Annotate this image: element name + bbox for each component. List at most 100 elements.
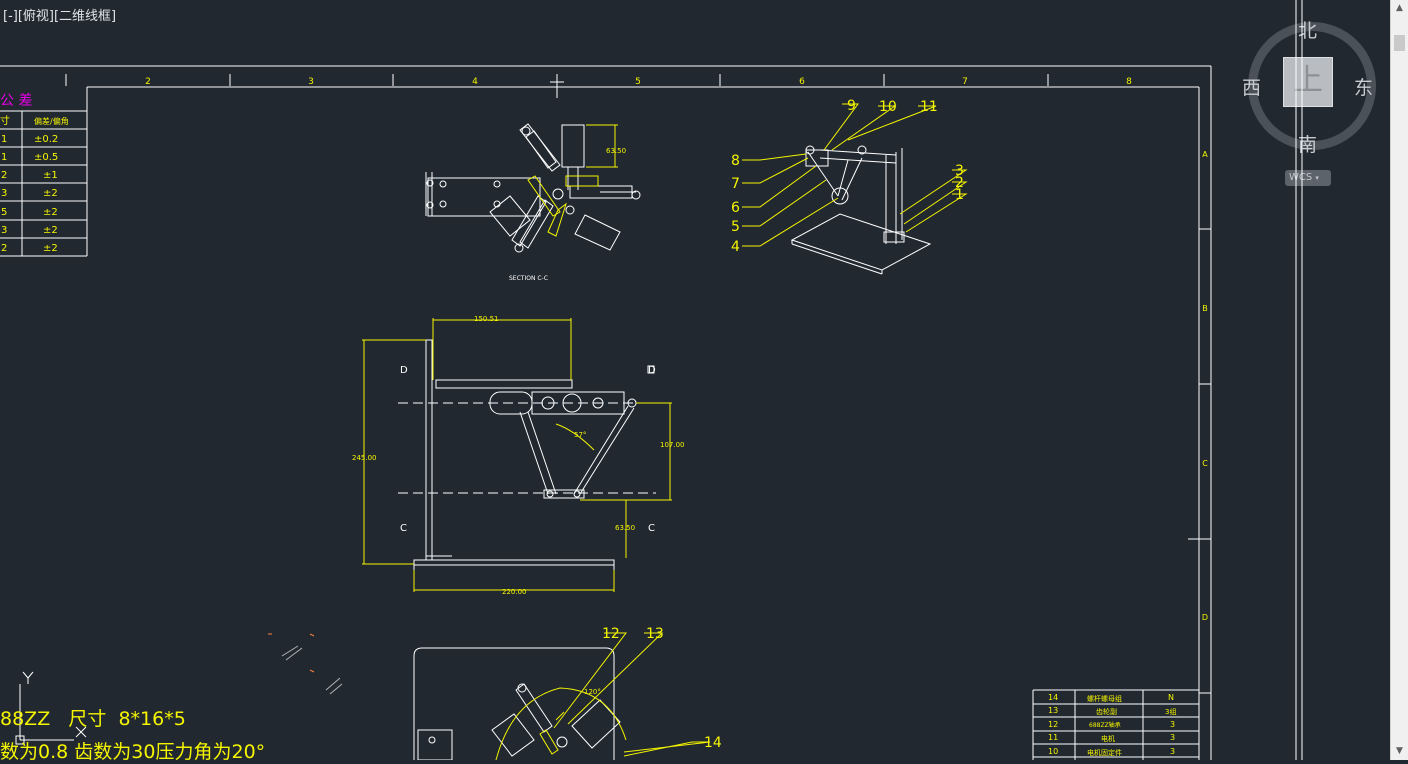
column-label: 5	[635, 77, 641, 87]
tolerance-cell: 1	[1, 134, 7, 145]
note-text: 齿数为	[74, 741, 132, 763]
dimension-text: 245.00	[352, 454, 377, 462]
compass-east[interactable]: 东	[1354, 77, 1374, 99]
viewcube-top-face[interactable]: 上	[1283, 57, 1333, 107]
bom-cell: 3组	[1165, 707, 1176, 716]
section-mark-boxes	[647, 365, 655, 374]
section-mark: C	[400, 523, 407, 534]
balloon-number: 13	[646, 626, 664, 642]
tolerance-cell: ±0.2	[34, 134, 58, 145]
dimension-text: 107.00	[660, 441, 685, 449]
column-label: 8	[1126, 77, 1132, 87]
bottom-balloons: 12 13 14 120°	[584, 626, 722, 751]
centerlines	[398, 402, 656, 494]
dimension-text: 63.50	[615, 524, 635, 532]
bottom-view[interactable]	[413, 647, 621, 760]
row-label: D	[1202, 613, 1208, 622]
bom-cell: 14	[1048, 693, 1058, 702]
front-view[interactable]	[413, 339, 637, 590]
note-text: 30	[131, 741, 156, 763]
compass-north[interactable]: 北	[1298, 20, 1318, 42]
ucs-icon	[15, 671, 87, 745]
compass-ring[interactable]	[1248, 22, 1376, 150]
tolerance-cell: ±1	[43, 170, 58, 181]
bom-cell: 电机固定件	[1087, 748, 1122, 757]
balloon-number: 14	[704, 735, 722, 751]
section-marks: D D C C	[400, 365, 656, 534]
column-label: 7	[962, 77, 968, 87]
compass-south[interactable]: 南	[1298, 134, 1318, 156]
row-label: C	[1202, 459, 1208, 468]
balloon-number: 3	[955, 163, 964, 179]
dimension-text: 220.00	[502, 588, 527, 596]
viewport-label[interactable]: [-][俯视][二维线框]	[3, 9, 117, 24]
vertical-scrollbar[interactable]: ▲ ▼	[1390, 0, 1408, 760]
tolerance-title: 公 差	[0, 93, 32, 109]
bottom-annotations	[495, 632, 711, 760]
balloon-number: 1	[955, 187, 964, 203]
tolerance-cell: ±2	[43, 243, 58, 254]
chevron-down-icon: ▾	[1315, 174, 1319, 182]
column-label: 2	[145, 77, 151, 87]
balloon-number: 12	[602, 626, 620, 642]
bom-cell: N	[1168, 693, 1174, 702]
note-text: 8*16*5	[118, 708, 186, 730]
tolerance-cell: 3	[1, 188, 7, 199]
bom-cell: 3	[1170, 733, 1175, 742]
note-text: 尺寸	[68, 708, 107, 730]
note-text: 88ZZ	[0, 708, 51, 730]
tolerance-header: 寸	[0, 114, 10, 127]
balloon-number: 4	[731, 239, 740, 255]
wcs-label: WCS	[1289, 172, 1313, 183]
compass-west[interactable]: 西	[1242, 77, 1262, 99]
tolerance-cell: 2	[1, 243, 7, 254]
balloon-number: 7	[731, 176, 740, 192]
bom-cell: 10	[1048, 747, 1058, 756]
bom-cell: 3	[1170, 747, 1175, 756]
note-line-2: 数为0.8 齿数为30压力角为20°	[0, 737, 265, 764]
section-label: SECTION C-C	[509, 275, 548, 282]
front-dimension-text: 150.51 245.00 107.00 57° 63.50 220.00	[352, 315, 685, 596]
column-labels: 2 3 4 5 6 7 8	[145, 77, 1132, 87]
row-label: B	[1202, 304, 1208, 313]
scroll-down-icon[interactable]: ▼	[1396, 746, 1403, 756]
note-text: 20°	[231, 741, 266, 763]
dimension-text: 120°	[584, 688, 601, 696]
balloon-number: 6	[731, 200, 740, 216]
tolerance-cell: 3	[1, 225, 7, 236]
bom-cell: 688ZZ轴承	[1089, 721, 1121, 729]
column-label: 6	[799, 77, 805, 87]
column-label: 3	[308, 77, 314, 87]
dimension-text: 150.51	[474, 315, 499, 323]
scroll-thumb[interactable]	[1394, 35, 1405, 51]
balloon-leaders	[742, 103, 968, 247]
scroll-up-icon[interactable]: ▲	[1396, 3, 1403, 13]
sketch-fragment	[268, 633, 343, 695]
section-mark: D	[648, 365, 656, 376]
balloon-numbers: 9 10 11 8 7 6 5 4 3 2 1	[731, 98, 964, 255]
bom-cell: 13	[1048, 706, 1058, 715]
tolerance-cell: ±2	[43, 207, 58, 218]
section-mark: D	[400, 365, 408, 376]
tolerance-cell: ±2	[43, 188, 58, 199]
bom-cell: 电机	[1101, 734, 1115, 743]
isometric-view[interactable]	[790, 145, 932, 275]
tolerance-cell: ±0.5	[34, 152, 58, 163]
bom-cell: 齿轮副	[1096, 707, 1117, 716]
drawing-frame	[0, 65, 1212, 760]
section-dimension	[586, 124, 618, 168]
bom-cell: 12	[1048, 720, 1058, 729]
tolerance-cell: 1	[1, 152, 7, 163]
balloon-number: 5	[731, 219, 740, 235]
section-view[interactable]	[425, 123, 641, 253]
row-labels: A B C D	[1202, 150, 1208, 622]
note-text: 压力角为	[155, 741, 232, 763]
bom-cell: 11	[1048, 733, 1058, 742]
balloon-number: 10	[879, 99, 897, 115]
row-label: A	[1202, 150, 1208, 159]
balloon-number: 11	[920, 99, 938, 115]
note-text: 数为	[0, 741, 39, 763]
bom-table: 14 螺杆螺母组 N 13 齿轮副 3组 12 688ZZ轴承 3 11 电机 …	[1032, 689, 1199, 760]
balloon-number: 8	[731, 153, 740, 169]
